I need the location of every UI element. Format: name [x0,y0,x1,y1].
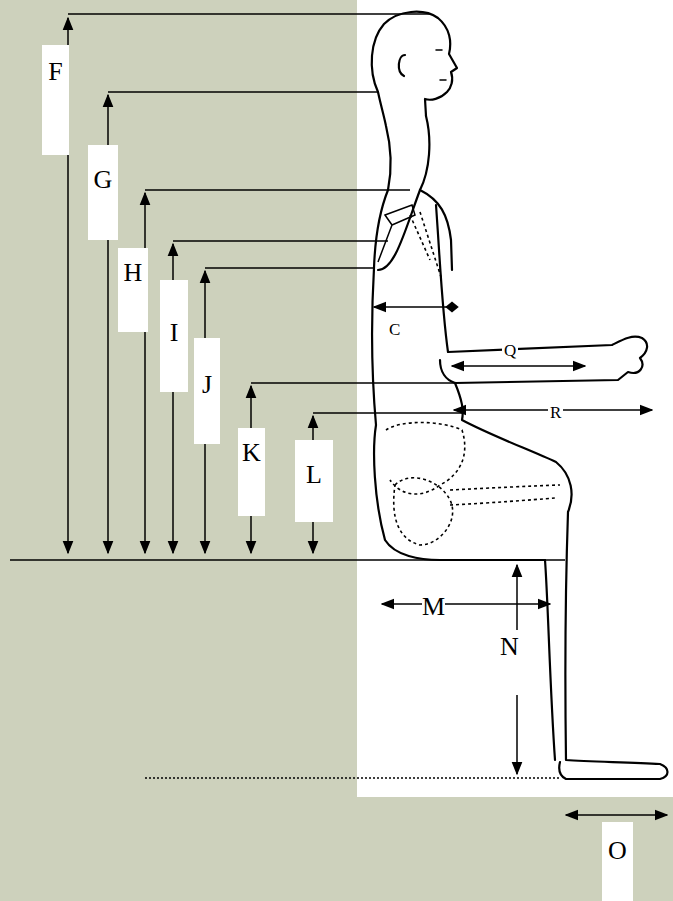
dimension-letter: I [160,280,188,392]
arm [436,205,647,383]
ear [399,55,405,76]
dimension-letter: G [88,145,118,240]
dimension-letter: R [548,403,563,422]
extension-line [173,240,388,242]
dimension-arrow [516,695,518,774]
white-panel [357,0,673,797]
dimension-arrow [516,565,518,630]
dimension-letter: L [295,440,333,522]
extension-line [145,189,410,191]
hip-bone [394,478,453,545]
human-outline [372,12,668,779]
femur [450,485,560,505]
extension-line [205,267,375,269]
dimension-letter: K [238,428,265,516]
dimension-letter: J [194,338,220,444]
dimension-arrow [452,365,585,367]
dimension-lines [10,14,667,815]
dimension-letter: H [118,248,148,332]
dimension-arrow [374,306,452,308]
extension-line [251,382,455,384]
extension-line [68,13,430,15]
head [372,12,457,116]
dimension-arrow [144,193,146,553]
dimension-letter: O [602,822,633,901]
dimension-letter: M [422,594,445,620]
dimension-arrow [382,603,550,605]
shoulder [378,190,420,270]
leg-front [455,383,668,779]
leg-back [545,560,555,760]
skeleton-dotted [386,212,560,545]
face-marks [436,50,446,80]
floor-line [145,777,560,779]
dimension-letter: N [500,632,519,660]
extension-line [313,412,462,414]
pelvis [386,423,465,495]
scapula [378,205,415,262]
extension-line [108,91,378,93]
humerus [410,212,442,280]
dimension-letter: Q [502,341,518,360]
dimension-letter: C [387,320,402,339]
dimension-letter: F [42,45,69,155]
neck-back [378,92,391,190]
dimension-arrow [566,814,667,816]
scapula-outline [378,205,415,262]
chest [420,116,452,270]
